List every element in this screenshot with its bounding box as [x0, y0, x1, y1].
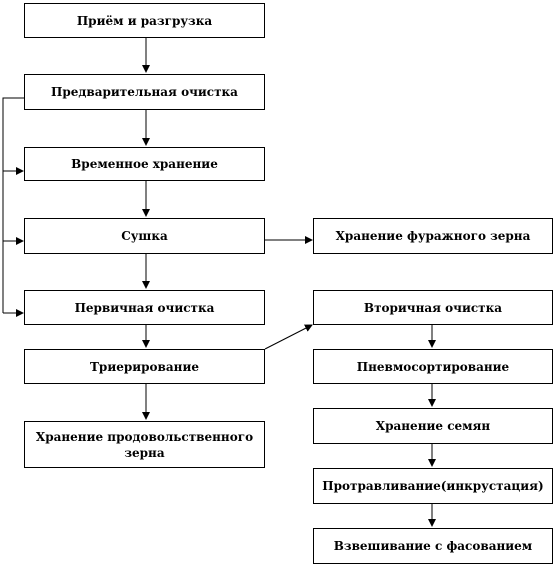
- node-prodov: Хранение продовольственного зерна: [24, 421, 265, 468]
- node-priem: Приём и разгрузка: [24, 3, 265, 38]
- arrow-trier-vtorich: [264, 324, 313, 350]
- node-trier: Триерирование: [24, 349, 265, 384]
- node-furazh: Хранение фуражного зерна: [313, 218, 553, 254]
- node-protrav: Протравливание(инкрустация): [313, 468, 553, 504]
- node-vzvesh: Взвешивание с фасованием: [313, 528, 553, 564]
- node-vremen: Временное хранение: [24, 147, 265, 181]
- node-sushka: Сушка: [24, 218, 265, 254]
- node-pervich: Первичная очистка: [24, 290, 265, 325]
- node-semyan: Хранение семян: [313, 408, 553, 444]
- bracket-line: [2, 97, 24, 313]
- node-vtorich: Вторичная очистка: [313, 290, 553, 325]
- node-pnevmo: Пневмосортирование: [313, 349, 553, 384]
- node-predv: Предварительная очистка: [24, 74, 265, 110]
